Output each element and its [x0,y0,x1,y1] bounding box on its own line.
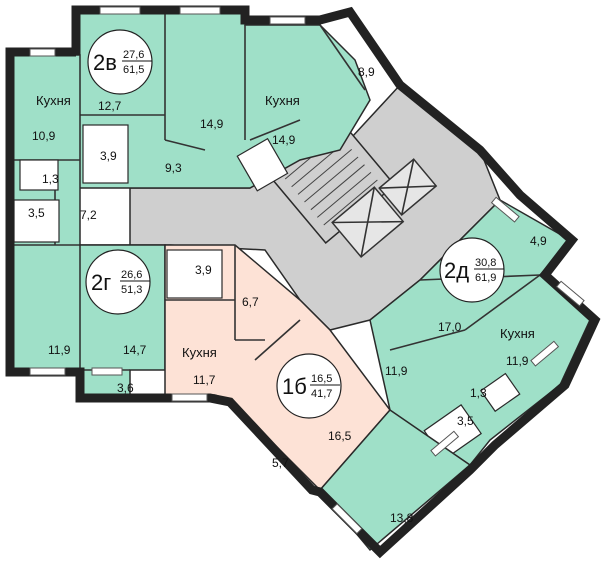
window [91,367,123,376]
area-label: 17,0 [438,320,462,334]
kitchen-label-left: Кухня [36,93,71,108]
bath-1b [166,249,223,299]
area-label: 4,9 [530,234,547,248]
area-label: 11,9 [506,354,529,368]
svg-text:27,6: 27,6 [123,49,144,61]
area-label: 1,3 [42,172,59,186]
window [179,6,221,15]
area-label: 14,9 [200,117,224,131]
window [29,367,66,376]
window [555,280,585,307]
badge-1b: 1б 16,5 41,7 [276,353,342,419]
elevator-large [331,186,405,259]
svg-text:30,8: 30,8 [475,257,496,269]
area-label: 5,7 [272,456,289,470]
area-label: 8,9 [358,65,375,79]
svg-text:61,9: 61,9 [475,272,496,284]
badge-2g: 2г 26,6 51,3 [85,249,151,315]
area-label: 3,5 [28,206,45,220]
svg-text:26,6: 26,6 [121,269,142,281]
area-label: 3,9 [195,263,212,277]
area-label: 3,6 [117,381,134,395]
area-label: 9,3 [165,161,182,175]
area-label: 10,9 [32,129,56,143]
area-label: 7,2 [80,208,97,222]
badge-2d: 2д 30,8 61,9 [439,237,505,303]
area-label: 11,9 [385,364,408,378]
svg-text:2в: 2в [93,50,117,75]
area-label: 6,7 [242,295,259,309]
elevator-small [378,158,438,216]
bath-left [13,199,60,243]
svg-text:16,5: 16,5 [311,373,332,385]
wc-2d [479,372,521,413]
window [99,6,141,15]
area-label: 12,7 [98,99,122,113]
area-label: 11,9 [48,343,71,357]
svg-text:41,7: 41,7 [311,388,332,400]
svg-text:61,5: 61,5 [123,64,144,76]
area-label: 14,7 [123,343,147,357]
window [430,430,460,457]
window [490,196,520,223]
svg-text:2г: 2г [91,270,111,295]
area-label: 11,7 [193,373,216,387]
window [269,16,306,25]
kitchen-label-top: Кухня [265,93,300,108]
outer-wall [5,5,601,559]
window [530,340,560,367]
wc-left [19,159,59,191]
area-label: 13,8 [390,511,414,525]
window [331,503,363,535]
area-label: 16,5 [328,429,352,443]
window [171,393,208,402]
window [29,48,56,57]
area-label: 1,3 [470,386,487,400]
kitchen-label-right: Кухня [500,326,535,341]
bath-2v [82,124,129,184]
area-label: 3,5 [457,414,474,428]
svg-text:1б: 1б [282,374,307,399]
svg-text:51,3: 51,3 [121,284,142,296]
wc-2v [236,137,289,192]
svg-text:2д: 2д [444,258,469,283]
area-label: 3,9 [100,149,117,163]
badge-2v: 2в 27,6 61,5 [87,29,153,95]
area-label: 14,9 [272,133,296,147]
kitchen-label-center: Кухня [182,345,217,360]
